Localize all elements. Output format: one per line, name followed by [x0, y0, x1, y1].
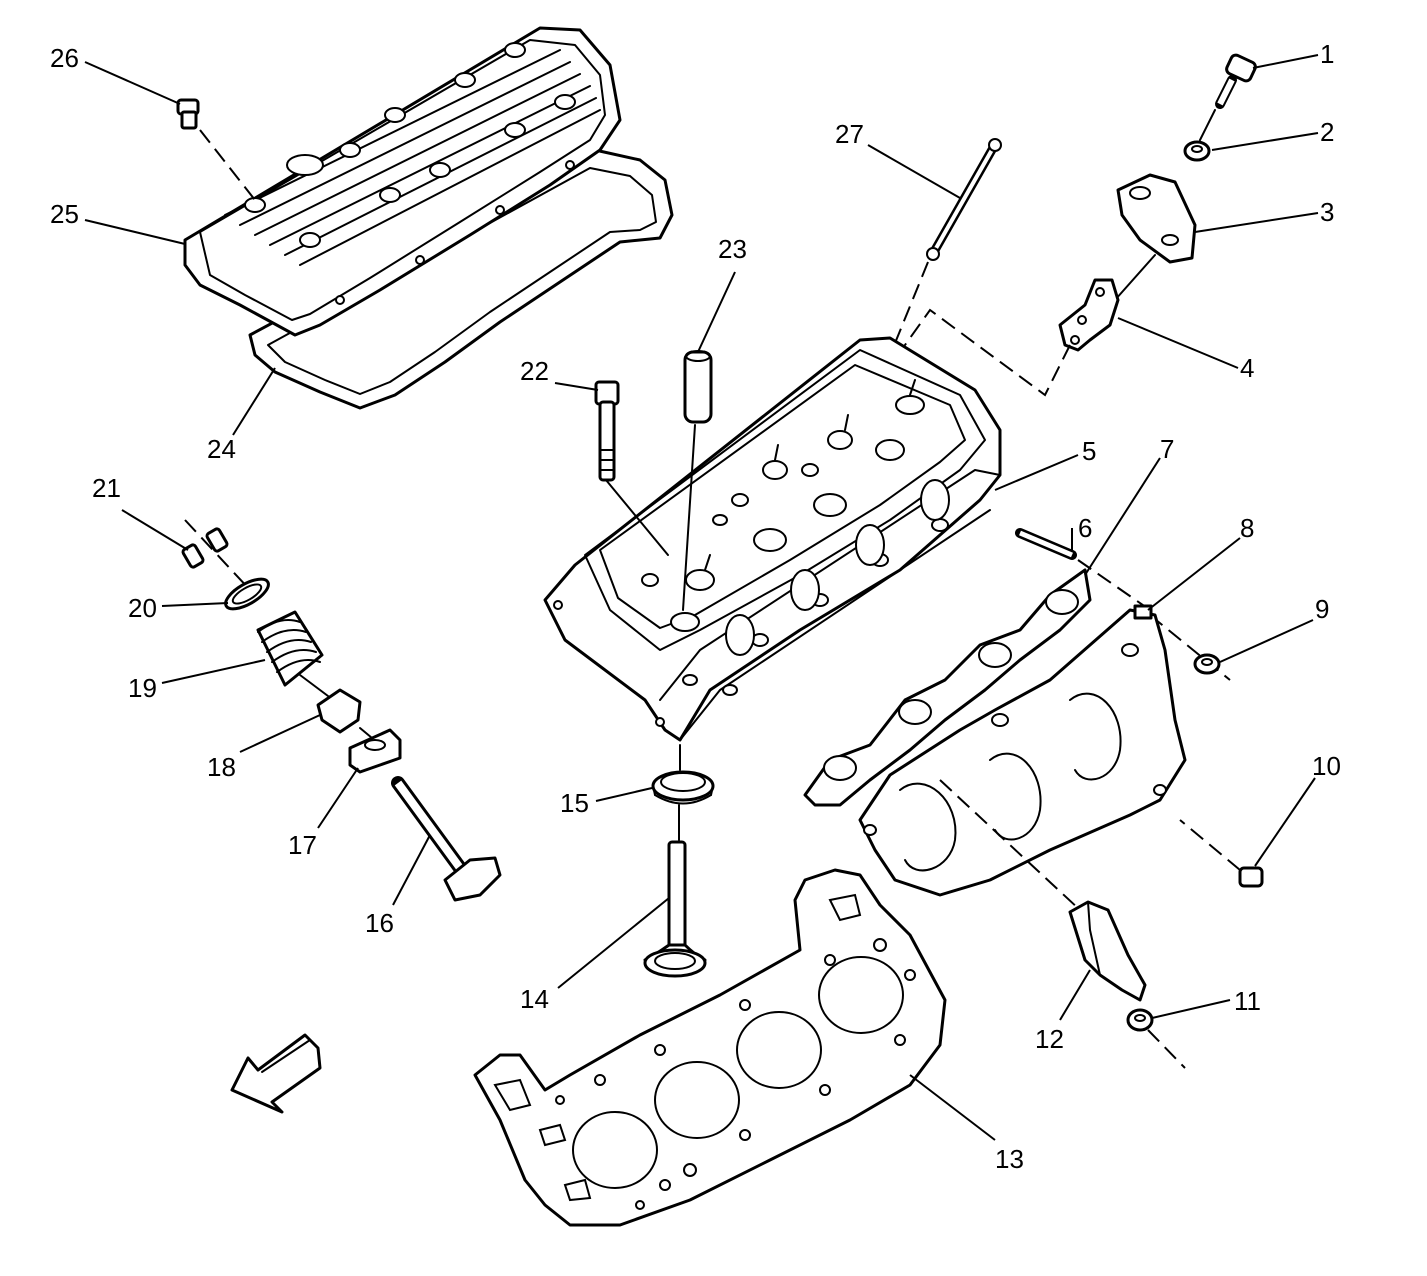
callout-12: 12: [1035, 1024, 1064, 1054]
direction-arrow-icon: [230, 1033, 322, 1114]
callout-14: 14: [520, 984, 549, 1014]
callout-1: 1: [1320, 39, 1334, 69]
valve-spring-shim: [224, 577, 270, 611]
spark-plug-heat-shield: [1068, 900, 1147, 1002]
callout-17: 17: [288, 830, 317, 860]
valve-spring: [256, 610, 324, 687]
callout-9: 9: [1315, 594, 1329, 624]
rocker-arm-support: [1058, 278, 1120, 352]
callout-18: 18: [207, 752, 236, 782]
callout-25: 25: [50, 199, 79, 229]
cylinder-head-gasket: [473, 868, 947, 1227]
leader-lines: [84, 54, 1319, 1141]
callout-27: 27: [835, 119, 864, 149]
callout-21: 21: [92, 473, 121, 503]
callout-7: 7: [1160, 434, 1174, 464]
exhaust-manifold: [858, 604, 1187, 897]
exhaust-manifold-bolt: [1179, 819, 1264, 888]
rocker-arm-bolt: [1215, 53, 1257, 109]
callout-16: 16: [365, 908, 394, 938]
callout-13: 13: [995, 1144, 1024, 1174]
cylinder-head: [543, 336, 1002, 742]
callout-11: 11: [1234, 986, 1261, 1016]
heat-shield-nut: [1126, 1008, 1154, 1032]
callout-26: 26: [50, 43, 79, 73]
valve-keys: [181, 527, 229, 569]
callout-3: 3: [1320, 197, 1334, 227]
rocker-arm-nut: [1183, 140, 1211, 162]
cylinder-head-bolt: [594, 380, 620, 482]
callout-5: 5: [1082, 436, 1096, 466]
callout-6: 6: [1078, 513, 1092, 543]
callout-2: 2: [1320, 117, 1334, 147]
valve-cover: [183, 26, 622, 337]
callout-19: 19: [128, 673, 157, 703]
exhaust-manifold-gasket: [803, 568, 1092, 807]
callout-labels: 1 2 3 4 5 6 7 8 9 10 11 12 13 14 15 16 1…: [50, 39, 1341, 1174]
callout-20: 20: [128, 593, 157, 623]
callout-8: 8: [1240, 513, 1254, 543]
exhaust-valve: [643, 840, 707, 978]
exhaust-manifold-nut: [1193, 653, 1221, 675]
callout-24: 24: [207, 434, 236, 464]
valve-keeper: [316, 688, 362, 734]
valve-cover-gasket: [248, 148, 674, 410]
rocker-arm: [1116, 173, 1197, 264]
valve-spring-cap: [348, 728, 402, 774]
callout-15: 15: [560, 788, 589, 818]
exhaust-manifold-stud: [1015, 528, 1077, 560]
callout-10: 10: [1312, 751, 1341, 781]
callout-4: 4: [1240, 353, 1254, 383]
callout-22: 22: [520, 356, 549, 386]
intake-valve: [391, 776, 502, 902]
cylinder-head-dowel: [683, 350, 713, 424]
callout-23: 23: [718, 234, 747, 264]
valve-cover-bolt: [176, 98, 256, 201]
valve-stem-seal: [651, 770, 715, 805]
